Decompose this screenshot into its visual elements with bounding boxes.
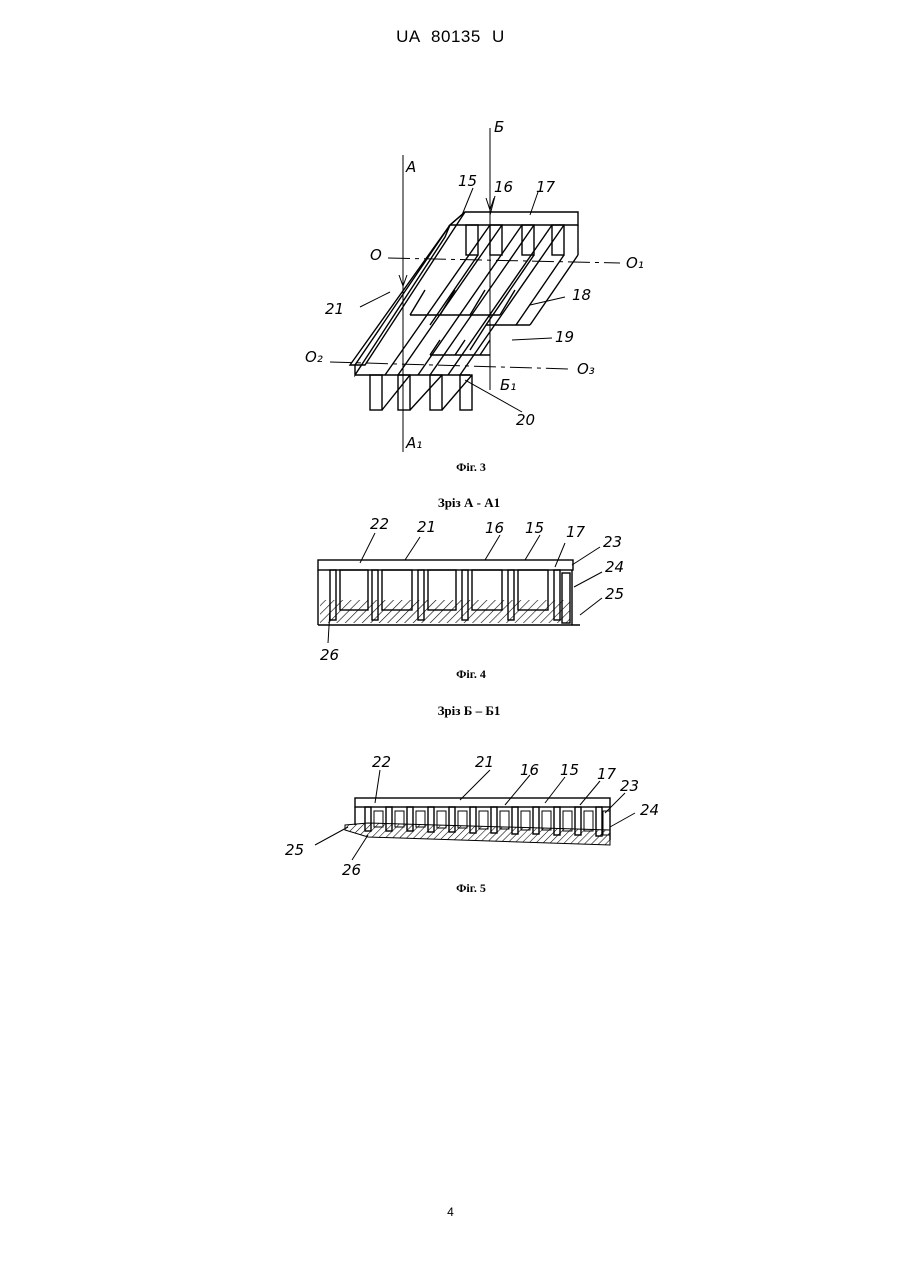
fig4-label-25: 25: [605, 585, 624, 603]
section-b-b1-title: Зріз Б – Б1: [0, 703, 901, 719]
fig3-label-18: 18: [572, 286, 591, 304]
fig3-grid-body: [350, 212, 578, 410]
fig4-label-23: 23: [603, 533, 622, 551]
page-number: 4: [0, 1205, 901, 1219]
fig3-label-16: 16: [494, 178, 513, 196]
fig3-label-19: 19: [555, 328, 574, 346]
fig3-leader-lines: [360, 188, 565, 412]
fig5-label-22: 22: [372, 753, 391, 771]
fig3-label-A1: А₁: [405, 434, 422, 452]
fig3-label-17: 17: [536, 178, 556, 196]
fig4-label-16: 16: [485, 519, 504, 537]
fig4-label-22: 22: [370, 515, 389, 533]
fig5-label-21: 21: [475, 753, 494, 771]
fig5-label-24: 24: [640, 801, 659, 819]
fig3-label-A: А: [405, 158, 416, 176]
fig4-leader-lines: [328, 533, 602, 643]
fig4-label-26: 26: [320, 646, 339, 664]
fig4-label-24: 24: [605, 558, 624, 576]
fig4-label-17: 17: [566, 523, 586, 541]
fig4-label-15: 15: [525, 519, 544, 537]
fig3-label-B: Б: [494, 118, 504, 136]
fig3-label-21: 21: [325, 300, 344, 318]
fig3-label-B1: Б₁: [500, 376, 516, 394]
fig3-label-O: О: [370, 246, 382, 264]
section-a-a1-title: Зріз А - А1: [0, 495, 901, 511]
fig5-label-23: 23: [620, 777, 639, 795]
document-code-header: UA 80135 U: [0, 27, 901, 47]
fig3-label-20: 20: [516, 411, 535, 429]
fig5-label-17: 17: [597, 765, 617, 783]
fig5-label-25: 25: [285, 841, 304, 859]
fig3-label-O1: О₁: [626, 254, 644, 272]
figure-5-drawing: 22 21 16 15 17 23 24 25 26: [280, 745, 680, 885]
figure-4-caption: Фіг. 4: [0, 667, 901, 682]
figure-3-caption: Фіг. 3: [0, 460, 901, 475]
figure-3-drawing: А Б 15 16 17 О О₁ 21 18 19 О₂ Б₁ О₃ 20 А…: [290, 100, 670, 460]
fig5-label-15: 15: [560, 761, 579, 779]
fig5-leader-lines: [315, 770, 635, 860]
fig3-label-15: 15: [458, 172, 477, 190]
fig5-label-16: 16: [520, 761, 539, 779]
fig4-label-21: 21: [417, 518, 436, 536]
figure-4-drawing: 22 21 16 15 17 23 24 25 26: [300, 515, 640, 675]
fig3-label-O3: О₃: [577, 360, 595, 378]
fig3-label-O2: О₂: [305, 348, 323, 366]
figure-5-caption: Фіг. 5: [0, 881, 901, 896]
fig5-label-26: 26: [342, 861, 361, 879]
